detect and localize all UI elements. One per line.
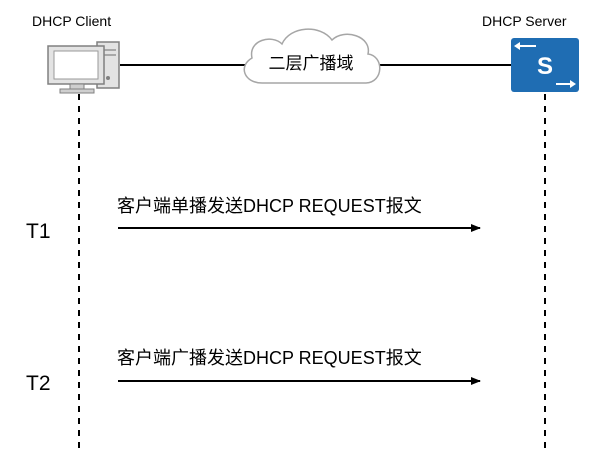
- switch-icon-letter: S: [537, 53, 553, 80]
- client-label: DHCP Client: [32, 13, 111, 29]
- cloud-icon: [243, 28, 381, 84]
- message-label-1: 客户端单播发送DHCP REQUEST报文: [117, 196, 422, 216]
- switch-icon: S: [511, 38, 579, 92]
- network-label: 二层广播域: [269, 54, 354, 73]
- time-label-t1: T1: [26, 220, 51, 243]
- time-label-t2: T2: [26, 372, 51, 395]
- desktop-computer-icon: [47, 41, 120, 94]
- message-label-2: 客户端广播发送DHCP REQUEST报文: [117, 348, 422, 368]
- timeline-step: T2 客户端广播发送DHCP REQUEST报文: [26, 348, 481, 395]
- server-label: DHCP Server: [482, 13, 567, 29]
- timeline-step: T1 客户端单播发送DHCP REQUEST报文: [26, 196, 481, 243]
